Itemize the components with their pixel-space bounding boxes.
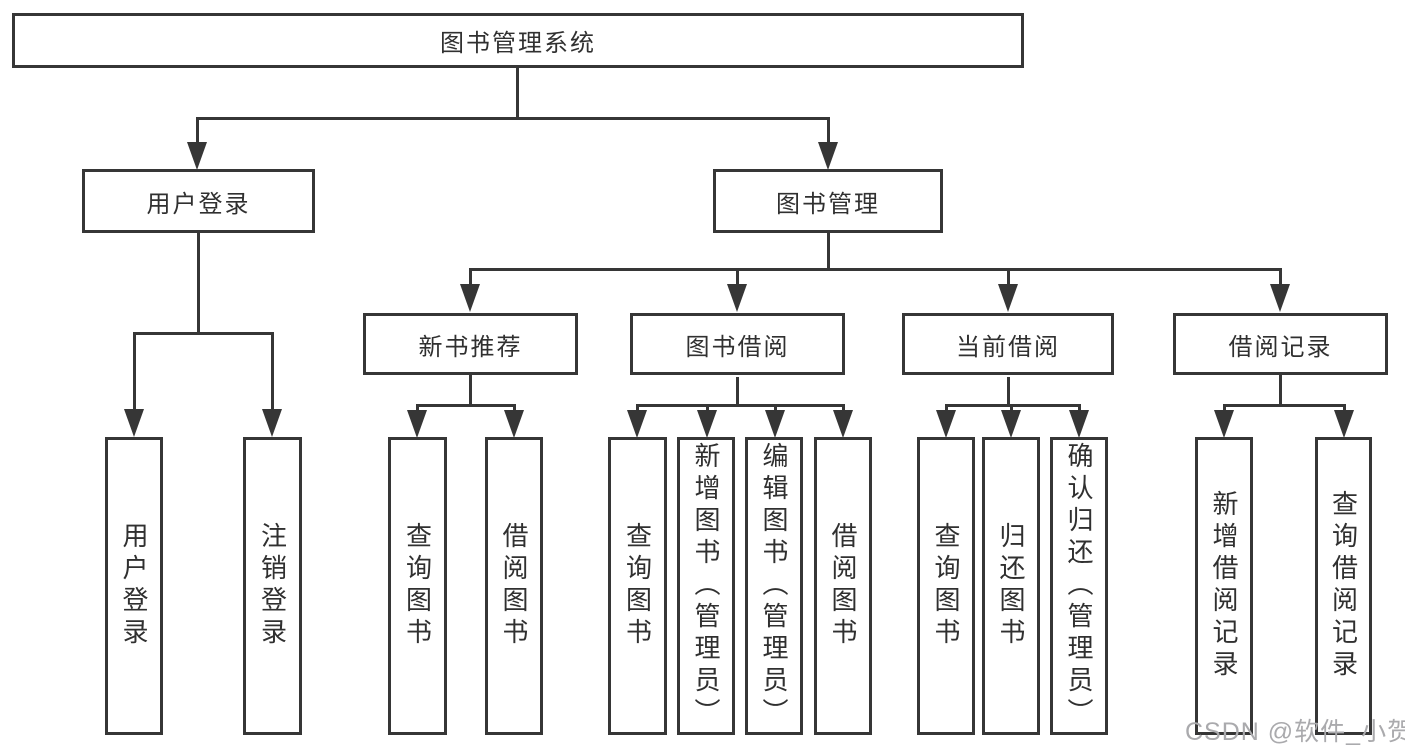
connector-line	[416, 404, 419, 412]
node-library-management-system: 图书管理系统	[12, 13, 1024, 68]
arrow-down-icon	[936, 410, 956, 438]
arrow-down-icon	[1001, 410, 1021, 438]
connector-line	[945, 404, 948, 412]
arrow-down-icon	[1270, 284, 1290, 312]
leaf-edit-book-admin: 编辑图书（管理员）	[745, 437, 803, 735]
arrow-down-icon	[460, 284, 480, 312]
connector-line	[827, 117, 830, 145]
connector-line	[842, 404, 845, 412]
connector-line	[513, 404, 516, 412]
connector-line	[945, 404, 1081, 407]
watermark: CSDN @软件_小贺同学	[1185, 718, 1405, 746]
leaf-query-books-current: 查询图书	[917, 437, 975, 735]
connector-line	[1007, 268, 1010, 286]
leaf-confirm-return-admin: 确认归还（管理员）	[1050, 437, 1108, 735]
connector-line	[196, 117, 830, 120]
connector-line	[1223, 404, 1346, 407]
arrow-down-icon	[407, 410, 427, 438]
arrow-down-icon	[697, 410, 717, 438]
leaf-query-books-recommend: 查询图书	[388, 437, 447, 735]
node-current-borrowing: 当前借阅	[902, 313, 1114, 375]
connector-line	[636, 404, 639, 412]
connector-line	[516, 68, 519, 120]
arrow-down-icon	[1334, 410, 1354, 438]
leaf-borrow-books-recommend: 借阅图书	[485, 437, 543, 735]
arrow-down-icon	[1214, 410, 1234, 438]
connector-line	[196, 117, 199, 145]
connector-line	[271, 332, 274, 412]
connector-line	[706, 404, 709, 412]
arrow-down-icon	[833, 410, 853, 438]
leaf-query-borrow-record: 查询借阅记录	[1315, 437, 1372, 735]
arrow-down-icon	[818, 142, 838, 170]
connector-line	[133, 332, 274, 335]
connector-line	[1007, 377, 1010, 406]
arrow-down-icon	[1069, 410, 1089, 438]
node-book-management: 图书管理	[713, 169, 943, 233]
arrow-down-icon	[504, 410, 524, 438]
leaf-return-book: 归还图书	[982, 437, 1040, 735]
arrow-down-icon	[765, 410, 785, 438]
connector-line	[774, 404, 777, 412]
arrow-down-icon	[727, 284, 747, 312]
leaf-add-book-admin: 新增图书（管理员）	[677, 437, 735, 735]
leaf-add-borrow-record: 新增借阅记录	[1195, 437, 1253, 735]
connector-line	[636, 404, 845, 407]
arrow-down-icon	[124, 409, 144, 437]
connector-line	[736, 377, 739, 406]
connector-line	[827, 233, 830, 271]
leaf-query-books-borrowing: 查询图书	[608, 437, 667, 735]
arrow-down-icon	[627, 410, 647, 438]
connector-line	[469, 375, 472, 406]
leaf-borrow-books-borrowing: 借阅图书	[814, 437, 872, 735]
arrow-down-icon	[262, 409, 282, 437]
connector-line	[736, 268, 739, 286]
node-user-login: 用户登录	[82, 169, 315, 233]
connector-line	[1279, 375, 1282, 406]
leaf-logout: 注销登录	[243, 437, 302, 735]
leaf-user-login: 用户登录	[105, 437, 163, 735]
connector-line	[416, 404, 516, 407]
connector-line	[133, 332, 136, 412]
connector-line	[197, 233, 200, 334]
node-borrowing-records: 借阅记录	[1173, 313, 1388, 375]
connector-line	[1223, 404, 1226, 412]
connector-line	[469, 268, 1281, 271]
connector-line	[1078, 404, 1081, 412]
arrow-down-icon	[998, 284, 1018, 312]
node-book-borrowing: 图书借阅	[630, 313, 845, 375]
connector-line	[1010, 404, 1013, 412]
connector-line	[1279, 268, 1282, 286]
connector-line	[1343, 404, 1346, 412]
connector-line	[469, 268, 472, 286]
arrow-down-icon	[187, 142, 207, 170]
node-new-book-recommendation: 新书推荐	[363, 313, 578, 375]
